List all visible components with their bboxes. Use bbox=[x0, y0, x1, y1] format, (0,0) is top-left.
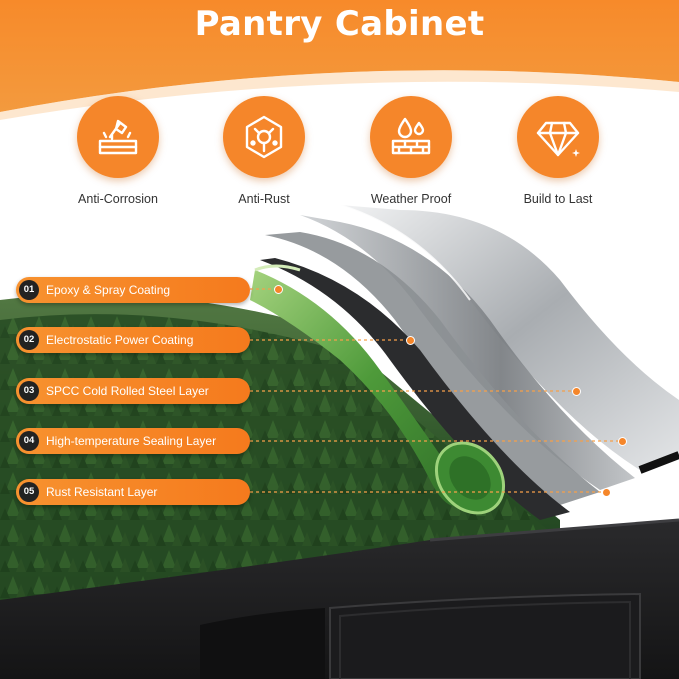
weather-proof-icon bbox=[391, 117, 431, 155]
layer-text: High-temperature Sealing Layer bbox=[46, 434, 217, 448]
feature-anti-rust: Anti-Rust bbox=[199, 96, 329, 216]
layer-text: Rust Resistant Layer bbox=[46, 485, 158, 499]
layer-number: 05 bbox=[19, 482, 39, 502]
layer-number: 04 bbox=[19, 431, 39, 451]
layer-number: 01 bbox=[19, 280, 39, 300]
feature-weather-proof: Weather Proof bbox=[346, 96, 476, 216]
layer-text: Electrostatic Power Coating bbox=[46, 333, 194, 347]
feature-circle bbox=[223, 96, 305, 178]
leader-dot bbox=[602, 488, 611, 497]
layer-text: SPCC Cold Rolled Steel Layer bbox=[46, 384, 209, 398]
layer-number: 03 bbox=[19, 381, 39, 401]
layer-number: 02 bbox=[19, 330, 39, 350]
leader-dot bbox=[572, 387, 581, 396]
feature-label: Build to Last bbox=[523, 192, 593, 206]
anti-rust-icon bbox=[245, 115, 283, 159]
feature-build-to-last: Build to Last bbox=[493, 96, 623, 216]
feature-anti-corrosion: Anti-Corrosion bbox=[53, 96, 183, 216]
layer-label-epoxy: 01 Epoxy & Spray Coating bbox=[16, 277, 250, 303]
layer-label-spcc: 03 SPCC Cold Rolled Steel Layer bbox=[16, 378, 250, 404]
anti-corrosion-icon bbox=[98, 119, 138, 155]
feature-label: Weather Proof bbox=[370, 192, 452, 206]
header-banner bbox=[0, 0, 679, 120]
layer-text: Epoxy & Spray Coating bbox=[46, 283, 171, 297]
diamond-icon bbox=[536, 121, 580, 157]
page-title: Pantry Cabinet bbox=[194, 4, 485, 44]
layer-label-electrostatic: 02 Electrostatic Power Coating bbox=[16, 327, 250, 353]
feature-circle bbox=[77, 96, 159, 178]
leader-dot bbox=[618, 437, 627, 446]
feature-circle bbox=[517, 96, 599, 178]
feature-circle bbox=[370, 96, 452, 178]
leader-dot bbox=[406, 336, 415, 345]
layer-label-sealing: 04 High-temperature Sealing Layer bbox=[16, 428, 250, 454]
feature-label: Anti-Corrosion bbox=[78, 192, 158, 206]
layer-label-rust-resistant: 05 Rust Resistant Layer bbox=[16, 479, 250, 505]
leader-dot bbox=[274, 285, 283, 294]
feature-label: Anti-Rust bbox=[238, 192, 290, 206]
